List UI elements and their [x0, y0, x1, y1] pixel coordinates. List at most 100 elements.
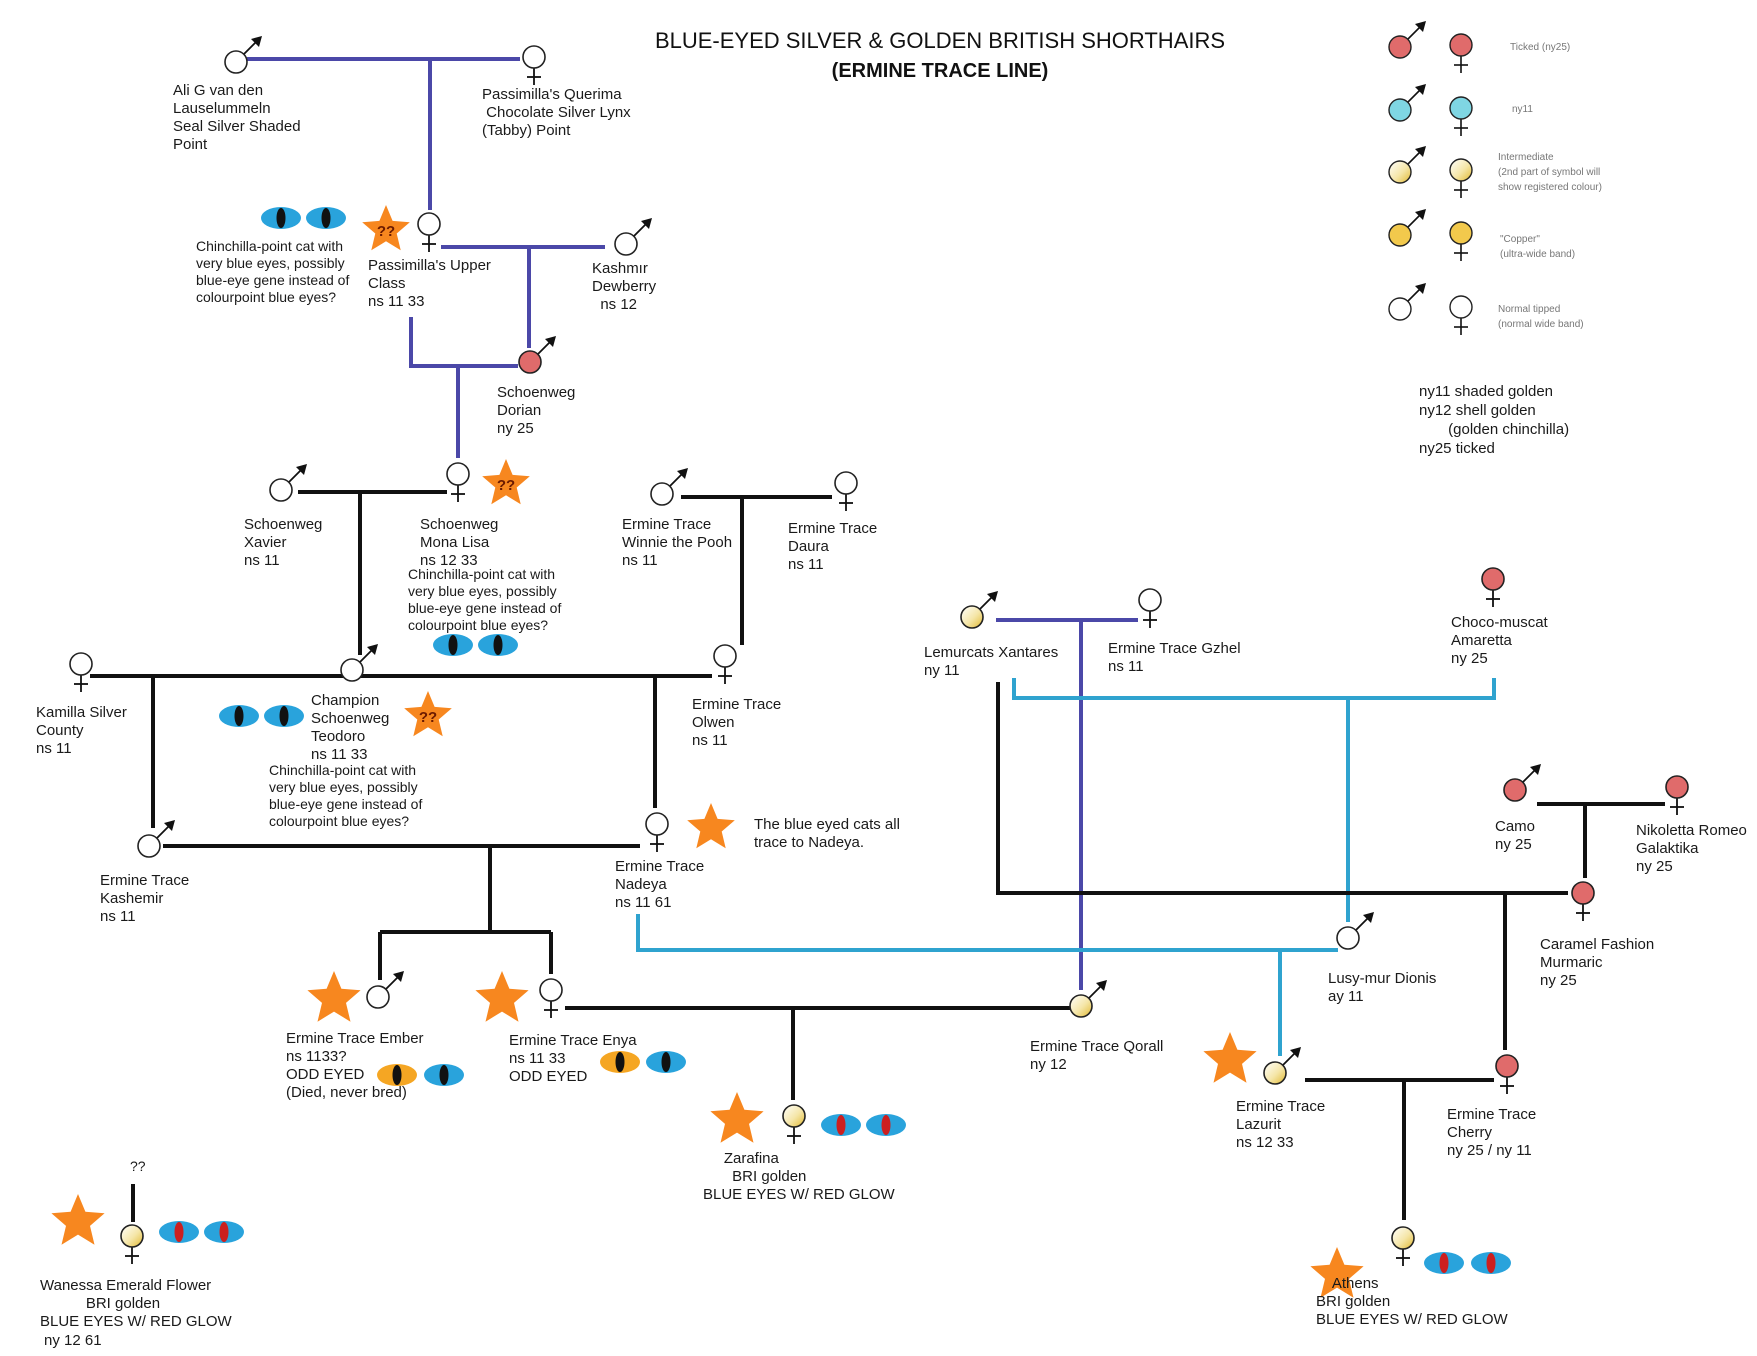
legend-circle: [1449, 221, 1473, 245]
eye-pupil: [279, 706, 289, 726]
male-arrow-head: [1415, 283, 1426, 294]
note-unknown-parent: ??: [130, 1158, 146, 1174]
male-arrow-head: [1415, 21, 1426, 32]
male-arrow-head: [987, 591, 998, 602]
cat-circle: [539, 978, 563, 1002]
legend-male-symbol-0: [1388, 21, 1426, 59]
legend-circle: [1449, 96, 1473, 120]
star-icon-upperclass: ??: [362, 205, 410, 251]
star-icon-wanessa: [51, 1194, 105, 1245]
cat-circle: [782, 1104, 806, 1128]
legend-codes: ny11 shaded golden ny12 shell golden (go…: [1419, 383, 1570, 457]
label-kamilla: Kamilla Silver County ns 11: [36, 704, 127, 757]
female-symbol-daura: [834, 471, 858, 511]
page-title: BLUE-EYED SILVER & GOLDEN BRITISH SHORTH…: [654, 28, 1226, 53]
cat-circle: [1263, 1061, 1287, 1085]
male-symbol-lazurit: [1263, 1047, 1301, 1085]
pair-line-upperclass-dorian: [409, 317, 518, 368]
star-shape: [710, 1092, 764, 1143]
eye-icon-ember-1: [377, 1064, 417, 1086]
cat-circle: [269, 478, 293, 502]
cat-circle: [417, 212, 441, 236]
cat-circle: [1138, 588, 1162, 612]
male-arrow-head: [1363, 912, 1374, 923]
male-arrow-head: [1415, 209, 1426, 220]
female-symbol-gzhel: [1138, 588, 1162, 628]
unknown-marker-text: ??: [419, 709, 437, 726]
cat-circle: [645, 812, 669, 836]
cat-circle: [446, 462, 470, 486]
label-murmaric: Caramel Fashion Murmaric ny 25: [1540, 936, 1655, 989]
cat-circle: [1503, 778, 1527, 802]
cat-circle: [1495, 1054, 1519, 1078]
eye-icon-zarafina-1: [821, 1114, 861, 1136]
cat-circle: [1391, 1226, 1415, 1250]
legend-text-ticked: Ticked (ny25): [1510, 42, 1571, 53]
cat-circle: [713, 644, 737, 668]
note-nadeya: The blue eyed cats all trace to Nadeya.: [754, 816, 900, 851]
label-ali: Ali G van den Lauselummeln Seal Silver S…: [173, 82, 301, 153]
legend-text-copper: "Copper" (ultra-wide band): [1500, 234, 1576, 260]
pair-line-nadeya-dionis: [636, 914, 1338, 952]
legend-female-symbol-0: [1449, 33, 1473, 73]
cat-circle: [1069, 994, 1093, 1018]
label-camo: Camo ny 25: [1495, 818, 1536, 853]
legend-female-symbol-2: [1449, 158, 1473, 198]
male-symbol-camo: [1503, 764, 1541, 802]
male-arrow-head: [1415, 146, 1426, 157]
male-arrow-head: [1530, 764, 1541, 775]
eye-icon-enya-2: [646, 1051, 686, 1073]
label-romeo: Nikoletta Romeo Galaktika ny 25: [1636, 822, 1747, 875]
male-arrow-head: [367, 644, 378, 655]
legend-text-intermediate: Intermediate (2nd part of symbol will sh…: [1498, 152, 1602, 193]
female-symbol-enya: [539, 978, 563, 1018]
female-symbol-athens: [1391, 1226, 1415, 1266]
pedigree-lines: [90, 57, 1665, 1222]
legend-text-ny11: ny11: [1512, 104, 1533, 115]
legend-male-symbol-1: [1388, 84, 1426, 122]
label-amaretta: Choco-muscat Amaretta ny 25: [1451, 614, 1548, 667]
eye-pupil: [321, 208, 331, 228]
male-symbol-ember: [366, 971, 404, 1009]
star-icon-monalisa: ??: [482, 459, 530, 505]
male-arrow-head: [1290, 1047, 1301, 1058]
label-zarafina: Zarafina BRI golden BLUE EYES W/ RED GLO…: [703, 1150, 895, 1203]
note-chinchilla-3: Chinchilla-point cat with very blue eyes…: [269, 762, 423, 829]
star-shape: [362, 205, 410, 251]
legend-female-symbol-1: [1449, 96, 1473, 136]
cat-circle: [1481, 567, 1505, 591]
legend-circle: [1388, 223, 1412, 247]
cat-circle: [522, 45, 546, 69]
eye-icon-monalisa-2: [478, 634, 518, 656]
male-arrow-head: [545, 336, 556, 347]
eye-pupil: [493, 635, 503, 655]
female-symbol-murmaric: [1571, 881, 1595, 921]
male-symbol-kashemir: [137, 820, 175, 858]
cat-symbols: [69, 21, 1689, 1266]
star-icon-teodoro: ??: [404, 691, 452, 737]
eye-pupil: [881, 1115, 891, 1135]
legend-circle: [1449, 33, 1473, 57]
eye-pupil: [1486, 1253, 1496, 1273]
cat-circle: [340, 658, 364, 682]
cat-circle: [1336, 926, 1360, 950]
label-enya: Ermine Trace Enya ns 11 33 ODD EYED: [509, 1032, 637, 1085]
male-symbol-xavier: [269, 464, 307, 502]
eye-pupil: [439, 1065, 449, 1085]
cat-circle: [1665, 775, 1689, 799]
label-dewberry: Kashmır Dewberry ns 12: [592, 260, 657, 313]
cat-circle: [120, 1224, 144, 1248]
male-symbol-dorian: [518, 336, 556, 374]
label-wanessa-code: ny 12 61: [44, 1332, 102, 1349]
cat-circle: [137, 834, 161, 858]
star-shape: [687, 803, 735, 849]
legend-male-symbol-3: [1388, 209, 1426, 247]
label-athens: Athens BRI golden BLUE EYES W/ RED GLOW: [1316, 1275, 1508, 1328]
cat-circle: [834, 471, 858, 495]
star-shape: [1310, 1247, 1364, 1298]
female-symbol-nadeya: [645, 812, 669, 852]
unknown-marker-text: ??: [497, 477, 515, 494]
label-querima: Passimilla's Querima Chocolate Silver Ly…: [482, 86, 631, 139]
female-symbol-amaretta: [1481, 567, 1505, 607]
